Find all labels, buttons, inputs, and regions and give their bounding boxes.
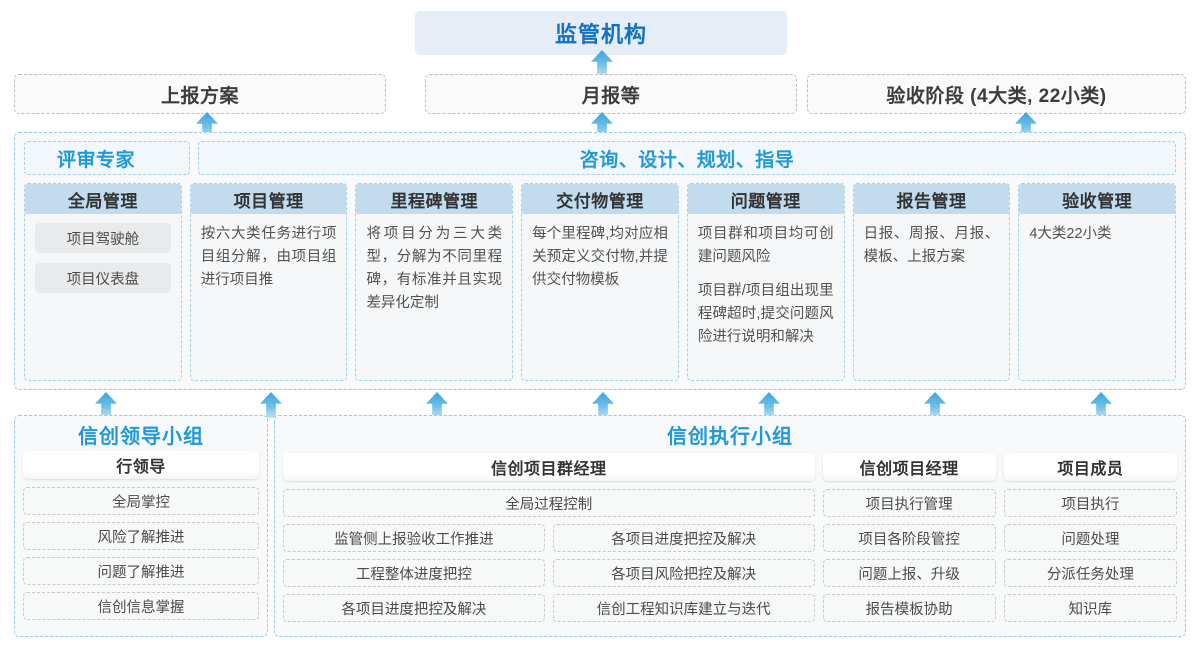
report-box-acceptance-stage[interactable]: 验收阶段 (4大类, 22小类) [807, 74, 1186, 114]
card-title: 交付物管理 [522, 184, 678, 214]
consulting-design-label: 咨询、设计、规划、指导 [198, 141, 1176, 175]
card-body: 每个里程碑,均对应相关预定义交付物,并提供交付物模板 [522, 214, 678, 380]
card-title: 全局管理 [25, 184, 181, 214]
card-body: 日报、周报、月报、模板、上报方案 [854, 214, 1010, 380]
list-item[interactable]: 信创信息掌握 [23, 592, 259, 620]
list-item[interactable]: 项目各阶段管控 [822, 524, 996, 552]
card-paragraph: 项目群/项目组出现里程碑超时,提交问题风险进行说明和解决 [697, 282, 834, 345]
card-deliverable-management[interactable]: 交付物管理 每个里程碑,均对应相关预定义交付物,并提供交付物模板 [521, 183, 679, 381]
column-project-manager: 信创项目经理 项目执行管理 项目各阶段管控 问题上报、升级 报告模板协助 [822, 453, 996, 622]
card-body: 按六大类任务进行项目组分解，由项目组进行项目推 [191, 214, 347, 380]
list-item[interactable]: 问题了解推进 [23, 557, 259, 585]
role-bank-leader[interactable]: 行领导 [23, 451, 259, 479]
program-manager-right-list: 各项目进度把控及解决 各项目风险把控及解决 信创工程知识库建立与迭代 [552, 524, 815, 622]
list-item[interactable]: 各项目进度把控及解决 [552, 524, 815, 552]
platform-capability-panel: 评审专家 咨询、设计、规划、指导 全局管理 项目驾驶舱 项目仪表盘 项目管理 按… [14, 132, 1186, 390]
list-item[interactable]: 分派任务处理 [1003, 559, 1177, 587]
card-report-management[interactable]: 报告管理 日报、周报、月报、模板、上报方案 [852, 183, 1011, 381]
program-manager-subcolumns: 监管侧上报验收工作推进 工程整体进度把控 各项目进度把控及解决 各项目进度把控及… [283, 524, 815, 622]
card-body: 项目驾驶舱 项目仪表盘 [25, 214, 181, 380]
list-item[interactable]: 监管侧上报验收工作推进 [283, 524, 545, 552]
card-body: 4大类22小类 [1019, 214, 1175, 380]
list-item[interactable]: 报告模板协助 [822, 594, 996, 622]
list-item[interactable]: 全局过程控制 [283, 489, 815, 517]
role-program-manager[interactable]: 信创项目群经理 [283, 453, 815, 481]
card-issue-management[interactable]: 问题管理 项目群和项目均可创建问题风险 项目群/项目组出现里程碑超时,提交问题风… [686, 183, 845, 381]
list-item[interactable]: 工程整体进度把控 [283, 559, 545, 587]
list-item[interactable]: 全局掌控 [23, 487, 259, 515]
leadership-group-title: 信创领导小组 [78, 426, 204, 448]
card-title: 项目管理 [190, 184, 347, 214]
leadership-group-panel: 信创领导小组 行领导 全局掌控 风险了解推进 问题了解推进 信创信息掌握 [14, 415, 268, 637]
role-project-member[interactable]: 项目成员 [1003, 453, 1177, 481]
list-item[interactable]: 各项目风险把控及解决 [552, 559, 815, 587]
platform-header-row: 评审专家 咨询、设计、规划、指导 [24, 141, 1176, 175]
column-program-manager: 信创项目群经理 全局过程控制 监管侧上报验收工作推进 工程整体进度把控 各项目进… [283, 453, 815, 622]
card-title: 问题管理 [687, 184, 844, 214]
list-item[interactable]: 知识库 [1003, 594, 1177, 622]
chip-item[interactable]: 项目驾驶舱 [35, 223, 171, 253]
card-global-management[interactable]: 全局管理 项目驾驶舱 项目仪表盘 [24, 183, 182, 381]
list-item[interactable]: 项目执行 [1003, 489, 1177, 517]
report-box-submit-plan[interactable]: 上报方案 [14, 74, 386, 114]
execution-group-panel: 信创执行小组 信创项目群经理 全局过程控制 监管侧上报验收工作推进 工程整体进度… [274, 415, 1186, 637]
card-paragraph: 项目群和项目均可创建问题风险 [697, 226, 834, 265]
column-project-member: 项目成员 项目执行 问题处理 分派任务处理 知识库 [1003, 453, 1177, 622]
list-item[interactable]: 项目执行管理 [822, 489, 996, 517]
role-project-manager[interactable]: 信创项目经理 [822, 453, 996, 481]
list-item[interactable]: 问题上报、升级 [822, 559, 996, 587]
card-paragraph: 将项目分为三大类型，分解为不同里程碑，有标准并且实现差异化定制 [366, 226, 503, 311]
card-paragraph: 4大类22小类 [1029, 226, 1112, 242]
card-paragraph: 按六大类任务进行项目组分解，由项目组进行项目推 [200, 226, 337, 288]
report-box-monthly[interactable]: 月报等 [425, 74, 797, 114]
card-title: 验收管理 [1019, 184, 1176, 214]
card-acceptance-management[interactable]: 验收管理 4大类22小类 [1018, 183, 1177, 381]
card-body: 项目群和项目均可创建问题风险 项目群/项目组出现里程碑超时,提交问题风险进行说明… [688, 214, 844, 380]
card-title: 里程碑管理 [356, 184, 513, 214]
card-project-management[interactable]: 项目管理 按六大类任务进行项目组分解，由项目组进行项目推 [189, 183, 348, 381]
list-item[interactable]: 信创工程知识库建立与迭代 [552, 594, 815, 622]
list-item[interactable]: 风险了解推进 [23, 522, 259, 550]
regulatory-agency-banner: 监管机构 [415, 11, 787, 55]
report-strip-row: 上报方案 月报等 验收阶段 (4大类, 22小类) [14, 74, 1186, 114]
execution-group-title: 信创执行小组 [667, 426, 793, 448]
card-milestone-management[interactable]: 里程碑管理 将项目分为三大类型，分解为不同里程碑，有标准并且实现差异化定制 [355, 183, 514, 381]
card-paragraph: 每个里程碑,均对应相关预定义交付物,并提供交付物模板 [532, 226, 668, 288]
list-item[interactable]: 问题处理 [1003, 524, 1177, 552]
execution-role-columns: 信创项目群经理 全局过程控制 监管侧上报验收工作推进 工程整体进度把控 各项目进… [283, 453, 1177, 622]
card-body: 将项目分为三大类型，分解为不同里程碑，有标准并且实现差异化定制 [356, 214, 512, 380]
capability-card-row: 全局管理 项目驾驶舱 项目仪表盘 项目管理 按六大类任务进行项目组分解，由项目组… [24, 183, 1177, 381]
card-title: 报告管理 [853, 184, 1010, 214]
chip-item[interactable]: 项目仪表盘 [35, 263, 171, 293]
list-item[interactable]: 各项目进度把控及解决 [283, 594, 545, 622]
program-manager-left-list: 监管侧上报验收工作推进 工程整体进度把控 各项目进度把控及解决 [283, 524, 545, 622]
card-paragraph: 日报、周报、月报、模板、上报方案 [863, 226, 1000, 265]
review-experts-label: 评审专家 [24, 141, 190, 175]
